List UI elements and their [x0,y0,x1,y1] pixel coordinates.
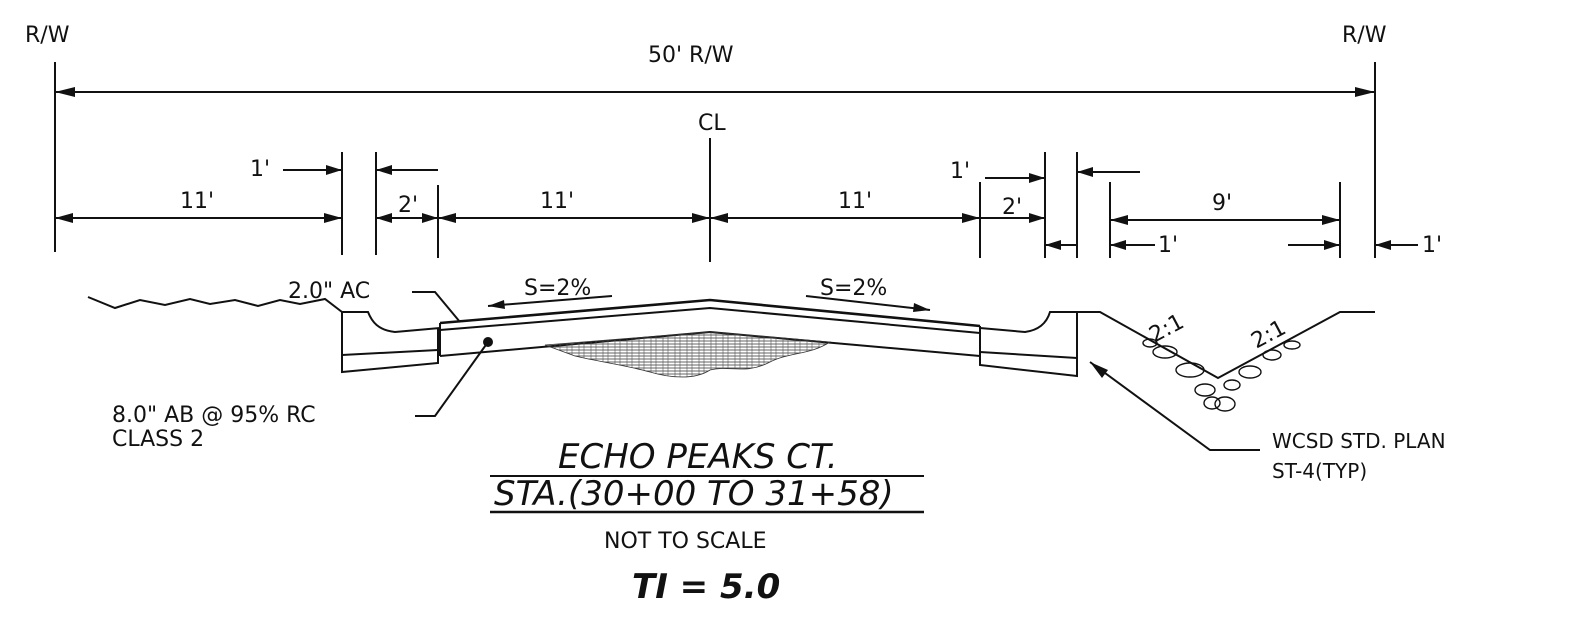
subgrade-hatch [544,331,832,378]
curb-block-left [341,312,439,374]
rw-left-label: R/W [25,23,70,48]
curb-gutter-right [979,311,1077,334]
arrow-head-icon [55,87,75,97]
ac-label: 2.0" AC [288,279,370,304]
dim-left-2: 2' [398,193,418,218]
rw-right-label: R/W [1342,23,1387,48]
dim-center-right-11: 11' [838,189,872,214]
existing-ground-left [87,296,343,313]
scale-note: NOT TO SCALE [604,529,767,554]
ditch-slope-left: 2:1 [1145,310,1188,349]
centerline-label: CL [698,111,726,136]
dimension-row [55,165,1418,250]
arrow-head-icon [1355,87,1375,97]
road-section [87,296,1375,412]
ab-label-line1: 8.0" AB @ 95% RC [112,403,316,428]
ditch-profile [1077,311,1375,380]
dim-left-11: 11' [180,189,214,214]
std-plan-line1: WCSD STD. PLAN [1272,429,1446,453]
centerline-symbol: CL [698,111,726,262]
dim-right-1b: 1' [1158,233,1178,258]
slope-left-label: S=2% [524,276,591,301]
ti-value: TI = 5.0 [632,567,780,607]
dim-right-9: 9' [1212,191,1232,216]
dim-left-1: 1' [250,157,270,182]
dim-right-1: 1' [950,159,970,184]
std-plan-line2: ST-4(TYP) [1272,459,1367,483]
ab-leader-dot [483,337,493,347]
ab-leader [415,341,489,417]
rock-lining [1142,338,1301,412]
dim-right-1c: 1' [1422,233,1442,258]
std-plan-leader [1089,361,1260,451]
slope-right-label: S=2% [820,276,887,301]
ditch-slope-right: 2:1 [1247,316,1290,355]
arrow-head-icon [1090,362,1108,378]
title-line1: ECHO PEAKS CT. [558,437,838,477]
curb-gutter-left [342,311,441,334]
title-line2: STA.(30+00 TO 31+58) [494,474,894,514]
dim-right-2: 2' [1002,195,1022,220]
ac-leader [412,291,461,323]
pavement-surface [439,298,981,328]
ab-label-line2: CLASS 2 [112,427,204,452]
dim-center-left-11: 11' [540,189,574,214]
rw-dimension [54,62,1376,258]
slope-indicators [487,295,931,312]
curb-block-right [979,312,1078,378]
rw-total-label: 50' R/W [648,43,734,68]
